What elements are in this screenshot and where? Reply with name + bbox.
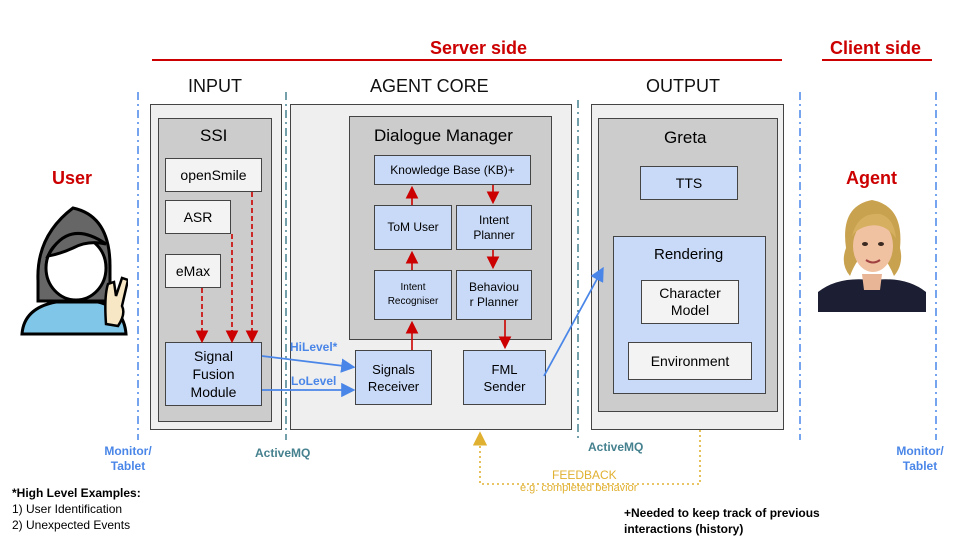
hilevel-arrow [261, 355, 356, 373]
history-note: +Needed to keep track of previous intera… [624, 506, 820, 536]
character-model-box[interactable]: Character Model [641, 280, 739, 324]
knowledge-base-box[interactable]: Knowledge Base (KB)+ [374, 155, 531, 185]
dialogue-manager-title: Dialogue Manager [374, 126, 513, 145]
environment-box[interactable]: Environment [628, 342, 752, 380]
server-side-header: Server side [430, 38, 528, 58]
fml-to-rendering-arrow [543, 266, 604, 377]
tom-user-box[interactable]: ToM User [374, 205, 452, 250]
opensmile-box[interactable]: openSmile [165, 158, 262, 192]
high-level-example-1: 1) User Identification [12, 502, 123, 516]
intent-recogniser-box[interactable]: Intent Recogniser [374, 270, 452, 320]
rendering-title: Rendering [654, 246, 724, 263]
feedback-sub-label: e.g. completed behavior [520, 482, 638, 494]
agent-core-section-title: AGENT CORE [370, 76, 489, 96]
emax-box[interactable]: eMax [165, 254, 221, 288]
monitor-tablet-left-label: Monitor/ Tablet [104, 444, 152, 473]
fml-sender-box[interactable]: FML Sender [463, 350, 546, 405]
behaviour-planner-box[interactable]: Behaviou r Planner [456, 270, 532, 320]
feedback-arrow [472, 430, 701, 485]
ssi-title: SSI [200, 126, 228, 145]
intent-planner-box[interactable]: Intent Planner [456, 205, 532, 250]
hilevel-label: HiLevel* [290, 340, 338, 354]
input-section-title: INPUT [188, 76, 242, 96]
client-side-header: Client side [830, 38, 922, 58]
greta-title: Greta [664, 128, 707, 147]
high-level-examples-title: *High Level Examples: [12, 486, 141, 500]
output-section-title: OUTPUT [646, 76, 720, 96]
asr-box[interactable]: ASR [165, 200, 231, 234]
lolevel-label: LoLevel [291, 374, 337, 388]
high-level-example-2: 2) Unexpected Events [12, 518, 131, 532]
tts-box[interactable]: TTS [640, 166, 738, 200]
user-label: User [52, 168, 93, 188]
agent-avatar-icon [818, 192, 926, 312]
feedback-label: FEEDBACK [552, 468, 617, 482]
signal-fusion-box[interactable]: Signal Fusion Module [165, 342, 262, 406]
user-avatar-icon [20, 206, 128, 336]
monitor-tablet-right-label: Monitor/ Tablet [896, 444, 944, 473]
agent-label: Agent [846, 168, 897, 188]
activemq-right-label: ActiveMQ [588, 440, 644, 454]
activemq-left-label: ActiveMQ [255, 446, 311, 460]
signals-receiver-box[interactable]: Signals Receiver [355, 350, 432, 405]
